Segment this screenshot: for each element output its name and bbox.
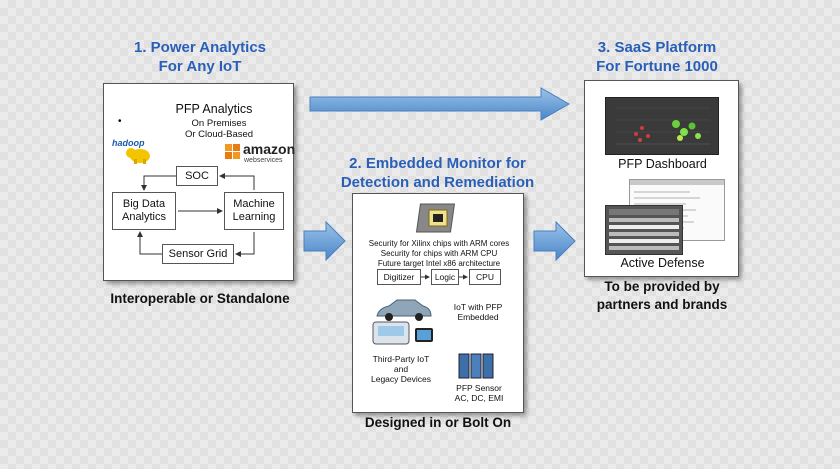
section2-caption: Designed in or Bolt On [364, 415, 512, 430]
section1-caption: Interoperable or Standalone [110, 291, 290, 306]
pipeline-connectors [421, 274, 468, 280]
third-party-label: Third-Party IoT and Legacy Devices [370, 354, 431, 384]
security-text: Security for Xilinx chips with ARM cores… [368, 239, 510, 268]
pfp-sensor-icon [458, 353, 494, 379]
saas-panel: PFP Dashboard Active Defense [584, 80, 739, 277]
active-defense-overlay [605, 205, 683, 255]
section2-heading: 2. Embedded Monitor for Detection and Re… [340, 155, 535, 191]
section1-heading: 1. Power Analytics For Any IoT [134, 39, 266, 75]
thermostat-phone-icon [372, 321, 433, 345]
dashboard-label: PFP Dashboard [618, 157, 707, 171]
logic-box: Logic [431, 269, 459, 285]
soc-box: SOC [176, 166, 218, 186]
analytics-title: PFP Analytics [175, 102, 253, 116]
section3-caption: To be provided by partners and brands [596, 279, 728, 312]
dashboard-chart-icon [616, 107, 710, 145]
embedded-monitor-panel: Security for Xilinx chips with ARM cores… [352, 193, 524, 413]
analytics-panel: • PFP Analytics On Premises Or Cloud-Bas… [103, 83, 295, 281]
active-defense-list-icon [609, 209, 679, 250]
sensor-grid-box: Sensor Grid [162, 244, 234, 264]
pfp-sensor-label: PFP Sensor AC, DC, EMI [454, 383, 504, 403]
cpu-box: CPU [469, 269, 501, 285]
chip-icon [415, 203, 456, 233]
active-defense-label: Active Defense [620, 256, 705, 270]
hadoop-elephant-icon [126, 148, 150, 164]
arrow-analytics-to-monitor [303, 220, 346, 262]
aws-cubes-icon [225, 144, 240, 159]
amazon-logo: amazon webservices [224, 138, 295, 168]
analytics-cycle-connectors [137, 173, 255, 257]
bullet-dot: • [118, 116, 122, 127]
hadoop-logo: hadoop [110, 137, 158, 165]
analytics-subtitle: On Premises Or Cloud-Based [184, 118, 254, 140]
section3-heading: 3. SaaS Platform For Fortune 1000 [596, 39, 718, 75]
car-icon [376, 299, 432, 321]
dashboard-thumbnail [605, 97, 719, 155]
digitizer-box: Digitizer [377, 269, 421, 285]
arrow-monitor-to-saas [533, 220, 576, 262]
iot-label: IoT with PFP Embedded [453, 302, 503, 322]
arrow-analytics-to-saas [309, 87, 571, 121]
